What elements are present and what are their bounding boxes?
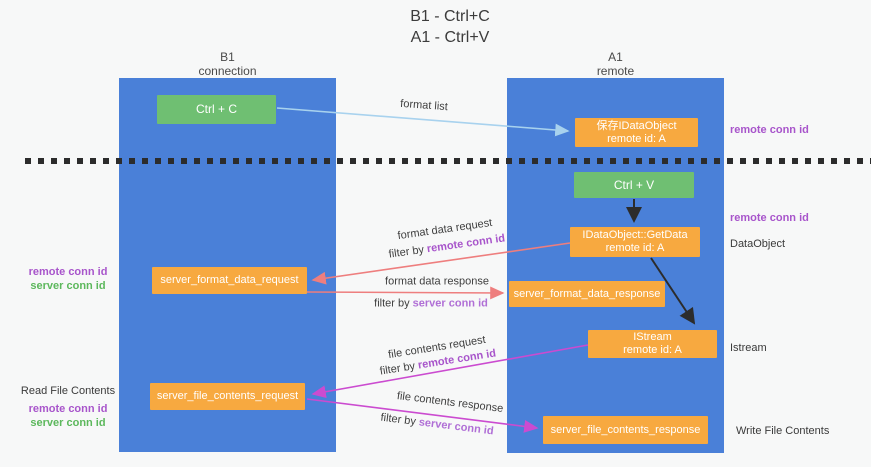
server-conn-id-label-left-2: server conn id bbox=[30, 417, 106, 429]
ctrl-c-label: Ctrl + C bbox=[195, 102, 237, 116]
right-column-name: A1 bbox=[608, 50, 623, 64]
dataobject-label: DataObject bbox=[730, 238, 786, 250]
server-file-contents-request-label: server_file_contents_request bbox=[156, 390, 299, 402]
filter-by-server-conn-id-label-2: filter by server conn id bbox=[380, 412, 494, 439]
format-data-response-label: format data response bbox=[385, 275, 489, 288]
filter-prefix-1: filter by bbox=[387, 243, 428, 261]
title-line-1: B1 - Ctrl+C bbox=[410, 8, 490, 25]
istream-side-label: Istream bbox=[730, 342, 767, 354]
left-file-group: Read File Contents remote conn id server… bbox=[12, 384, 124, 430]
remote-conn-id-label-left-1: remote conn id bbox=[28, 266, 108, 278]
left-conn-id-group-1: remote conn id server conn id bbox=[12, 265, 124, 293]
server-file-contents-request-box: server_file_contents_request bbox=[150, 383, 305, 410]
diagram-title: B1 - Ctrl+C A1 - Ctrl+V bbox=[410, 6, 490, 48]
ctrl-v-box: Ctrl + V bbox=[574, 172, 694, 198]
remote-conn-id-label-top-right: remote conn id bbox=[730, 124, 809, 136]
server-conn-id-label-left-1: server conn id bbox=[30, 280, 106, 292]
server-format-data-response-label: server_format_data_response bbox=[513, 287, 661, 300]
filter-by-server-conn-id-label-1: filter by server conn id bbox=[374, 298, 488, 311]
format-list-label: format list bbox=[399, 97, 449, 114]
server-file-contents-response-label: server_file_contents_response bbox=[550, 423, 701, 436]
left-column-subtitle: connection bbox=[198, 64, 257, 78]
server-format-data-request-label: server_format_data_request bbox=[160, 274, 299, 286]
filter-id-2: server conn id bbox=[412, 297, 488, 310]
server-format-data-response-box: server_format_data_response bbox=[509, 281, 665, 307]
left-column-name: B1 bbox=[220, 50, 235, 64]
istream-line2: remote id: A bbox=[623, 344, 682, 356]
idataobject-getdata-line2: remote id: A bbox=[605, 242, 665, 254]
save-idataobject-line2: remote id: A bbox=[607, 132, 666, 145]
idataobject-getdata-box: IDataObject::GetData remote id: A bbox=[570, 227, 700, 257]
format-data-response-arrow bbox=[306, 286, 505, 300]
filter-id-4: server conn id bbox=[418, 416, 495, 438]
filter-prefix-4: filter by bbox=[379, 411, 420, 429]
write-file-contents-label: Write File Contents bbox=[736, 425, 830, 437]
server-file-contents-response-box: server_file_contents_response bbox=[543, 416, 708, 444]
save-idataobject-line1: 保存IDataObject bbox=[596, 119, 677, 132]
ctrl-c-box: Ctrl + C bbox=[157, 95, 276, 124]
file-contents-response-label: file contents response bbox=[396, 390, 504, 415]
right-column-header: A1 remote bbox=[507, 50, 724, 78]
istream-box: IStream remote id: A bbox=[588, 330, 717, 358]
filter-prefix-3: filter by bbox=[379, 359, 419, 378]
filter-prefix-2: filter by bbox=[374, 297, 413, 310]
server-format-data-request-box: server_format_data_request bbox=[152, 267, 307, 294]
read-file-contents-label: Read File Contents bbox=[20, 385, 116, 397]
dashed-divider-line bbox=[25, 158, 871, 164]
left-column-header: B1 connection bbox=[119, 50, 336, 78]
title-line-2: A1 - Ctrl+V bbox=[410, 29, 490, 46]
idataobject-getdata-line1: IDataObject::GetData bbox=[582, 229, 688, 241]
remote-conn-id-label-mid-right: remote conn id bbox=[730, 212, 809, 224]
istream-line1: IStream bbox=[633, 331, 672, 343]
ctrl-v-label: Ctrl + V bbox=[613, 177, 655, 192]
save-idataobject-box: 保存IDataObject remote id: A bbox=[575, 118, 698, 147]
remote-conn-id-label-left-2: remote conn id bbox=[28, 403, 108, 415]
right-column-subtitle: remote bbox=[596, 64, 635, 78]
